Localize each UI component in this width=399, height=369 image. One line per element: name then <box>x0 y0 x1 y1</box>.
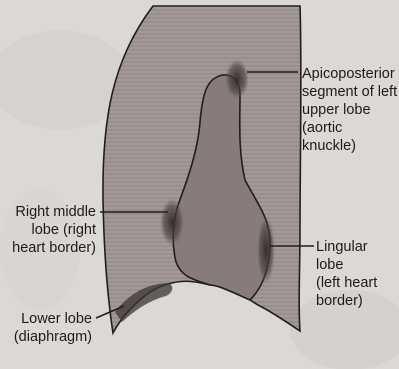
right-heart-border-shadow <box>160 198 184 246</box>
left-heart-border-shadow <box>257 216 275 284</box>
label-lower-lobe: Lower lobe (diaphragm) <box>4 310 92 346</box>
label-lingular-lobe: Lingular lobe (left heart border) <box>316 238 399 310</box>
label-apicoposterior-segment: Apicoposterior segment of left upper lob… <box>302 65 399 155</box>
aortic-knuckle-shadow <box>225 59 249 99</box>
label-right-middle-lobe: Right middle lobe (right heart border) <box>4 203 96 257</box>
